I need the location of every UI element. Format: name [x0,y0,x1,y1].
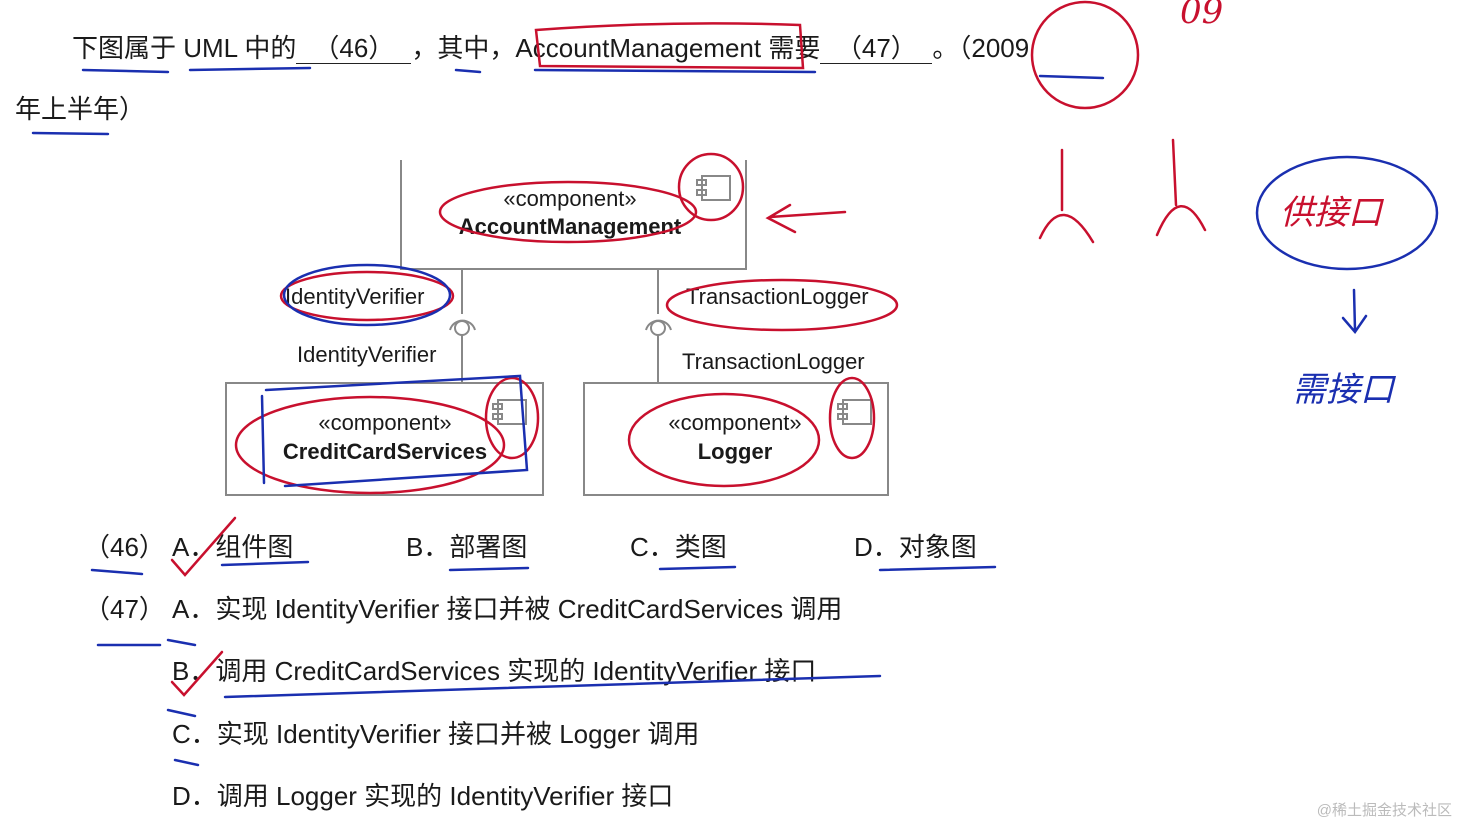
option-text: 组件图 [215,532,294,562]
option-text: 对象图 [898,532,977,562]
component-account-management [400,160,747,270]
option-text: 调用 Logger 实现的 IdentityVerifier 接口 [216,781,674,811]
component-name: Logger [697,439,773,464]
question-text: ，其中， [411,33,516,63]
option-key: D． [172,781,217,811]
handwritten-required-interface: 需接口 [1292,370,1394,410]
option-46-a[interactable]: A．组件图 [172,532,293,562]
subject-name: AccountManagement [515,33,762,63]
option-46-c[interactable]: C．类图 [630,532,727,562]
blank-47: （47） [820,33,933,64]
option-text: 调用 CreditCardServices 实现的 IdentityVerifi… [215,656,817,686]
option-text: 实现 IdentityVerifier 接口并被 CreditCardServi… [215,594,843,624]
option-key: B． [406,532,450,562]
handwritten-provided-interface: 供接口 [1280,193,1382,233]
stereotype-label: «component» [318,410,452,435]
blank-46: （46） [296,33,412,64]
required-interface-label: TransactionLogger [686,284,869,309]
question-number: （47） [84,594,165,624]
option-46-b[interactable]: B．部署图 [406,532,527,562]
option-text: 类图 [674,532,727,562]
question-line-1: 下图属于 UML 中的（46），其中，AccountManagement 需要（… [72,33,1029,64]
option-key: C． [172,719,217,749]
option-key: A． [172,594,216,624]
year: 2009 [971,33,1030,63]
component-name: CreditCardServices [282,439,488,464]
component-name: AccountManagement [458,214,682,239]
option-text: 实现 IdentityVerifier 接口并被 Logger 调用 [216,719,700,749]
option-47-a[interactable]: A．实现 IdentityVerifier 接口并被 CreditCardSer… [172,594,842,624]
question-text: 需要 [761,33,821,63]
option-text: 部署图 [449,532,528,562]
question-text: 。（ [932,33,972,63]
option-key: D． [854,532,899,562]
provided-interface-label: TransactionLogger [682,349,865,374]
required-interface-label: IdentityVerifier [285,284,425,309]
option-46-d[interactable]: D．对象图 [854,532,977,562]
question-line-2: 年上半年） [15,94,146,124]
component-logger [583,382,889,496]
option-47-b[interactable]: B．调用 CreditCardServices 实现的 IdentityVeri… [172,656,816,686]
stereotype-label: «component» [668,410,802,435]
watermark: @稀土掘金技术社区 [1316,802,1452,819]
option-47-d[interactable]: D．调用 Logger 实现的 IdentityVerifier 接口 [172,781,673,811]
option-key: C． [630,532,675,562]
handwritten-note: 09 [1180,0,1224,32]
option-key: A． [172,532,216,562]
question-text: 下图属于 UML 中的 [72,33,297,63]
stereotype-label: «component» [503,186,637,211]
option-47-c[interactable]: C．实现 IdentityVerifier 接口并被 Logger 调用 [172,719,699,749]
provided-interface-label: IdentityVerifier [297,342,437,367]
question-number: （46） [84,532,165,562]
option-key: B． [172,656,216,686]
